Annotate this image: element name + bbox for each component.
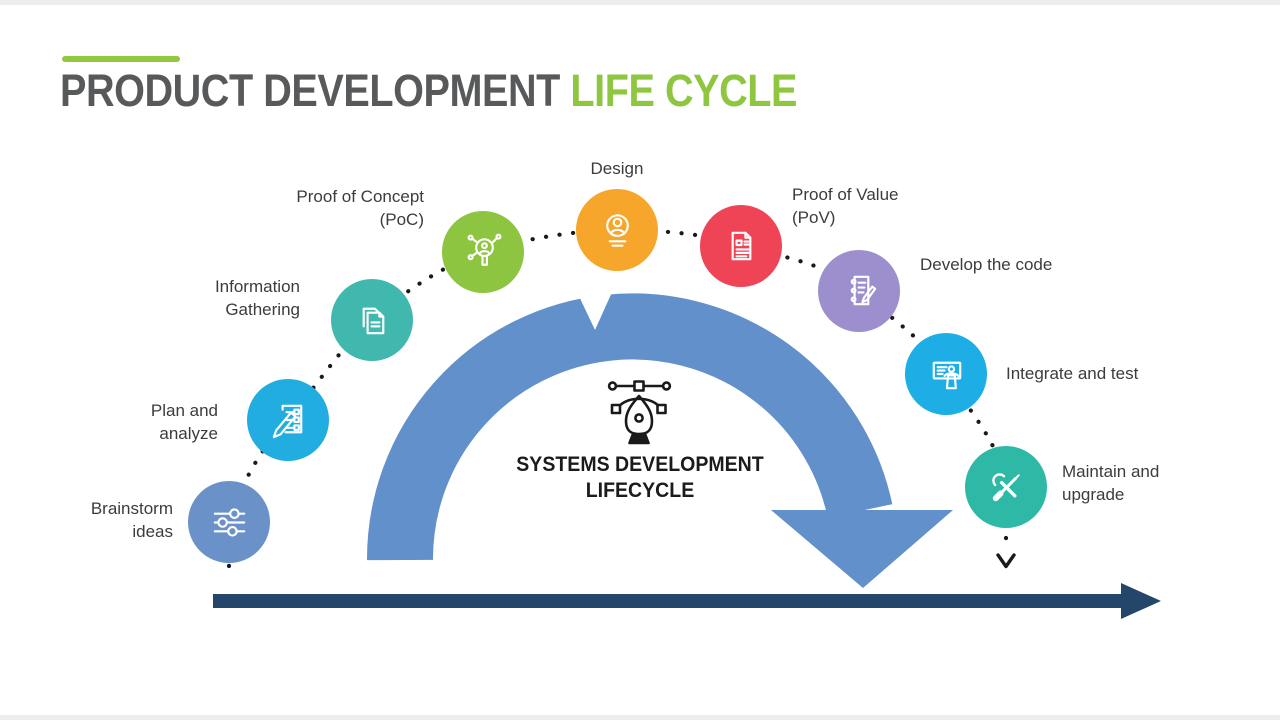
stage-label-proof-of-concept: Proof of Concept (PoC) — [280, 185, 424, 231]
stage-proof-of-concept — [442, 211, 524, 293]
label-line: Brainstorm — [90, 499, 173, 518]
label-line: Information — [214, 277, 300, 296]
label-line: Develop the code — [920, 255, 1053, 274]
stage-design — [576, 189, 658, 271]
stage-label-integrate-and-test: Integrate and test — [1006, 362, 1176, 385]
top-edge-strip — [0, 0, 1280, 5]
report-document-icon — [731, 231, 751, 260]
label-line: Proof of Value — [792, 185, 899, 204]
arch-arrowhead — [771, 510, 953, 588]
stage-label-information-gathering: Information Gathering — [168, 275, 300, 321]
pencil-checklist-icon — [272, 404, 302, 438]
center-caption-line2: LIFECYCLE — [585, 479, 695, 502]
label-line: (PoV) — [792, 208, 836, 227]
stage-maintain-and-upgrade — [965, 446, 1047, 528]
title-main: PRODUCT DEVELOPMENT — [60, 65, 560, 116]
label-line: Maintain and — [1062, 462, 1160, 481]
documents-icon — [362, 307, 384, 334]
sliders-icon — [213, 507, 245, 537]
label-line: Proof of Concept — [296, 187, 424, 206]
title-highlight: LIFE CYCLE — [570, 65, 798, 116]
tools-icon — [991, 472, 1020, 501]
stage-integrate-and-test — [905, 333, 987, 415]
stage-label-develop-the-code: Develop the code — [920, 253, 1100, 276]
title-accent-bar — [62, 56, 180, 62]
label-line: (PoC) — [379, 210, 424, 229]
stage-label-proof-of-value: Proof of Value (PoV) — [792, 183, 942, 229]
center-caption-line1: SYSTEMS DEVELOPMENT — [516, 453, 764, 476]
center-caption: SYSTEMS DEVELOPMENT LIFECYCLE — [501, 452, 780, 504]
stage-label-plan-and-analyze: Plan and analyze — [88, 399, 218, 445]
presentation-icon — [932, 361, 961, 389]
stage-brainstorm-ideas — [188, 481, 270, 563]
stage-develop-the-code — [818, 250, 900, 332]
notepad-pencil-icon — [850, 275, 876, 305]
label-line: Gathering — [225, 300, 300, 319]
label-line: ideas — [132, 522, 173, 541]
magnifier-analysis-icon — [467, 233, 502, 266]
stage-label-brainstorm-ideas: Brainstorm ideas — [43, 497, 173, 543]
stage-plan-and-analyze — [247, 379, 329, 461]
timeline-arrowhead — [1121, 583, 1161, 619]
pen-tool-icon — [607, 380, 672, 445]
down-chevron-icon — [996, 553, 1016, 569]
bottom-edge-strip — [0, 715, 1280, 720]
arch-arrow — [366, 293, 893, 561]
stage-proof-of-value — [700, 205, 782, 287]
stage-information-gathering — [331, 279, 413, 361]
label-line: Plan and — [150, 401, 218, 420]
stage-label-design: Design — [567, 157, 667, 180]
avatar-icon — [605, 213, 629, 247]
arch-notch — [577, 290, 613, 330]
stage-label-maintain-and-upgrade: Maintain and upgrade — [1062, 460, 1192, 506]
label-line: upgrade — [1062, 485, 1125, 504]
label-line: Design — [590, 159, 644, 178]
label-line: Integrate and test — [1006, 364, 1139, 383]
timeline-bar — [213, 594, 1121, 608]
label-line: analyze — [159, 424, 218, 443]
